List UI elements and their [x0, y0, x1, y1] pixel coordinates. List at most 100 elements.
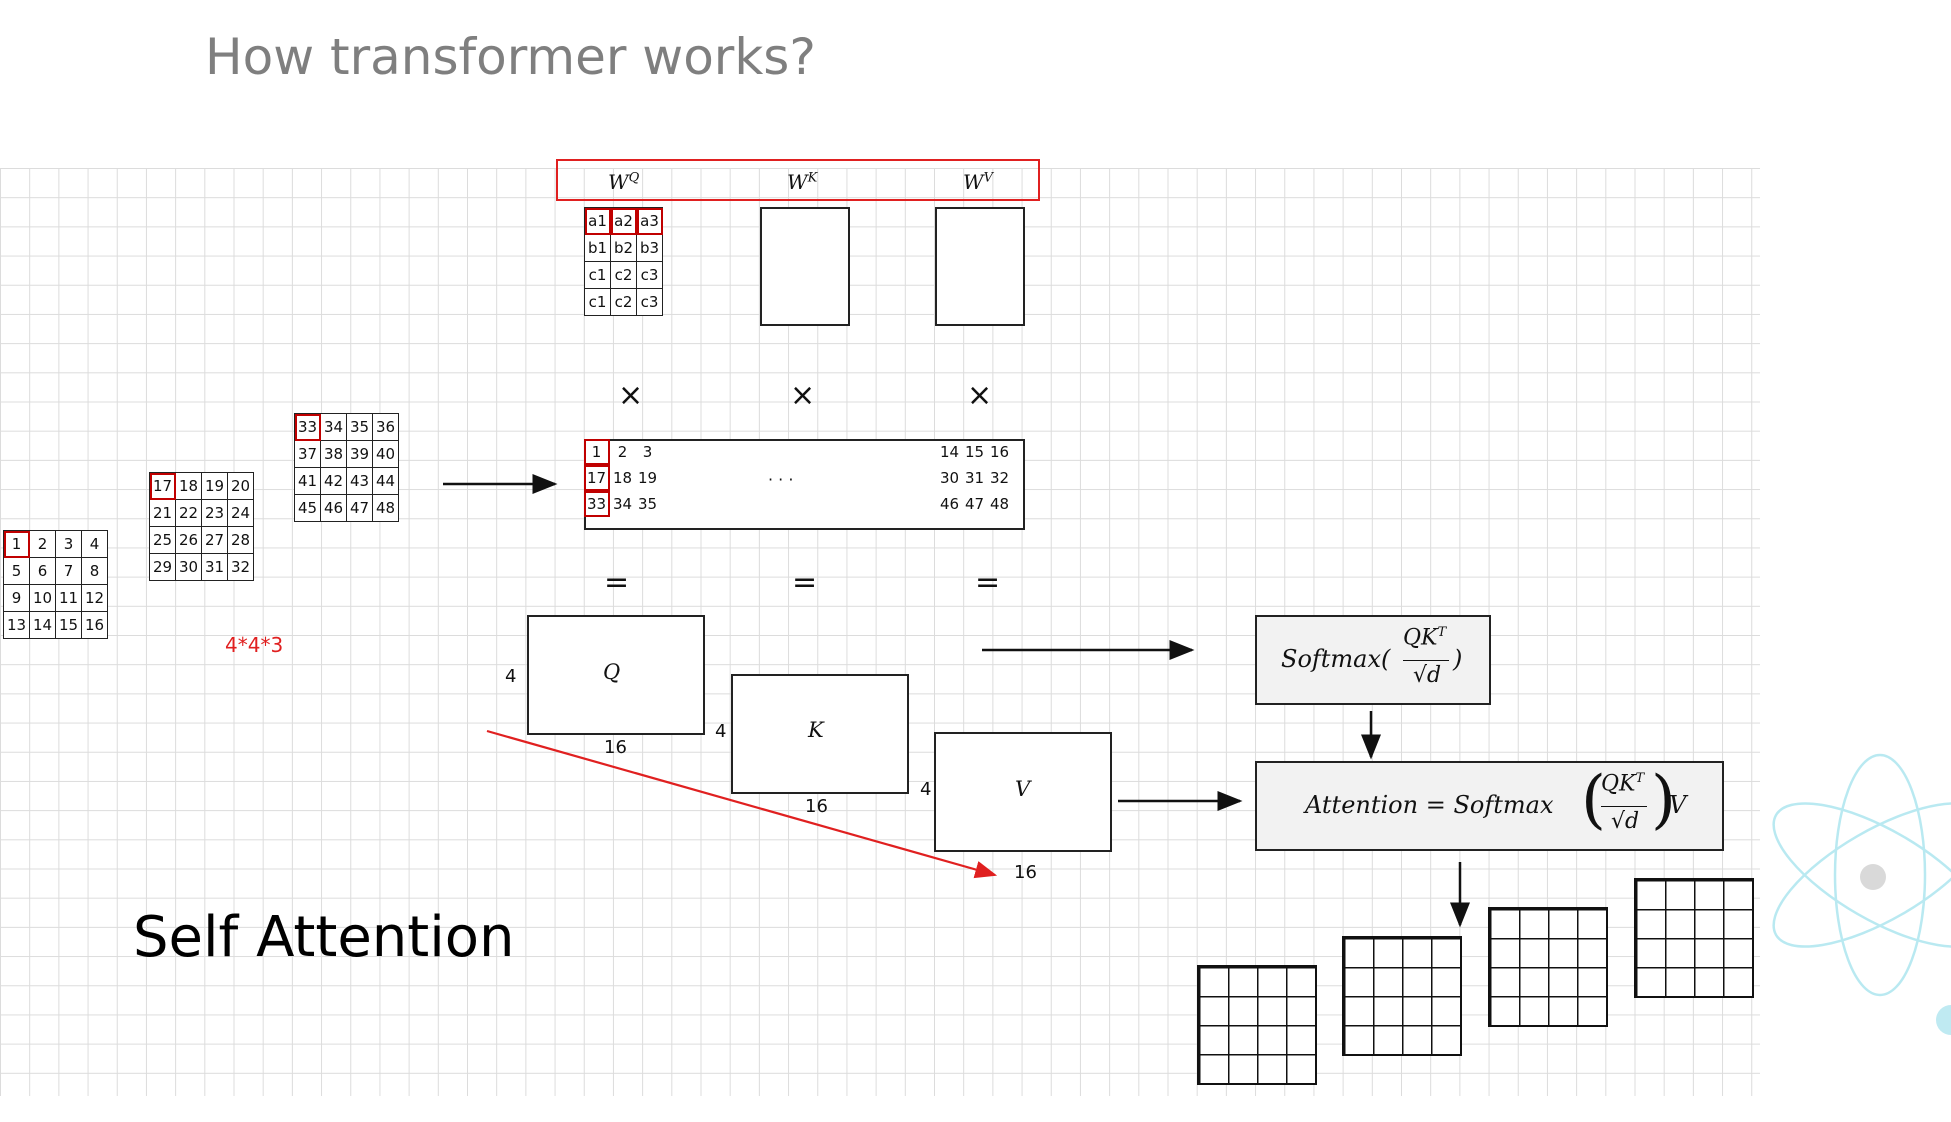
- input-cell: 32: [227, 553, 254, 581]
- flat-cell: 14: [939, 443, 960, 461]
- output-grid-1: [1197, 965, 1317, 1085]
- times-symbol-q: ×: [618, 378, 644, 413]
- flat-cell: 19: [637, 469, 658, 487]
- input-cell: 36: [372, 413, 399, 441]
- input-cell: 24: [227, 499, 254, 527]
- softmax-formula-box: Softmax( QKT √d ): [1255, 615, 1491, 705]
- flattened-ellipsis: · · ·: [768, 470, 794, 489]
- flat-cell: 30: [939, 469, 960, 487]
- wq-cell: c1: [584, 288, 611, 316]
- flat-cell: 47: [964, 495, 985, 513]
- softmax-fraction-bar: [1403, 660, 1449, 661]
- flat-cell: 15: [964, 443, 985, 461]
- k-matrix: [731, 674, 909, 794]
- weights-header-box: [556, 159, 1040, 201]
- input-cell: 11: [55, 584, 82, 612]
- wq-cell: b3: [636, 234, 663, 262]
- v-cols: 16: [1014, 862, 1037, 883]
- flat-cell: 16: [989, 443, 1010, 461]
- input-cell: 14: [29, 611, 56, 639]
- input-cell: 47: [346, 494, 373, 522]
- wq-label: WQ: [608, 170, 640, 194]
- flat-cell: 32: [989, 469, 1010, 487]
- page-title: How transformer works?: [205, 28, 816, 86]
- equals-symbol-q: =: [604, 565, 630, 600]
- v-matrix: [934, 732, 1112, 852]
- output-grid-3: [1488, 907, 1608, 1027]
- output-grid-4: [1634, 878, 1754, 998]
- flat-cell: 31: [964, 469, 985, 487]
- flat-cell: 18: [612, 469, 633, 487]
- input-cell: 3: [55, 530, 82, 558]
- input-cell: 8: [81, 557, 108, 585]
- input-cell: 12: [81, 584, 108, 612]
- input-cell: 6: [29, 557, 56, 585]
- input-cell: 20: [227, 472, 254, 500]
- flat-cell: 17: [584, 465, 610, 491]
- attention-fraction-bar: [1601, 806, 1647, 807]
- output-grid-2: [1342, 936, 1462, 1056]
- equals-symbol-k: =: [792, 565, 818, 600]
- wq-cell: c2: [610, 261, 637, 289]
- flat-cell: 34: [612, 495, 633, 513]
- attention-denominator: √d: [1611, 809, 1640, 834]
- input-cell: 31: [201, 553, 228, 581]
- k-rows: 4: [715, 721, 727, 742]
- input-cell: 29: [149, 553, 176, 581]
- k-label: K: [808, 718, 824, 742]
- input-cell: 44: [372, 467, 399, 495]
- flat-cell: 1: [584, 439, 610, 465]
- wk-label: WK: [787, 170, 818, 194]
- input-cell: 46: [320, 494, 347, 522]
- input-cell: 9: [3, 584, 30, 612]
- softmax-denominator: √d: [1413, 663, 1442, 688]
- flat-cell: 2: [617, 443, 628, 461]
- wv-matrix: [935, 207, 1025, 326]
- input-cell: 45: [294, 494, 321, 522]
- flat-cell: 46: [939, 495, 960, 513]
- flat-cell: 35: [637, 495, 658, 513]
- decorative-dot-icon: [1936, 1005, 1951, 1035]
- attention-suffix: V: [1669, 791, 1687, 819]
- attention-left-paren: (: [1581, 763, 1606, 837]
- atom-decoration-icon: [1772, 753, 1951, 997]
- wq-cell: a3: [636, 207, 663, 235]
- wq-cell: b2: [610, 234, 637, 262]
- input-cell: 28: [227, 526, 254, 554]
- q-rows: 4: [505, 666, 517, 687]
- flat-cell: 48: [989, 495, 1010, 513]
- softmax-numerator: QKT: [1403, 625, 1447, 651]
- flattened-matrix: [584, 439, 1025, 530]
- attention-formula-box: Attention = Softmax ( QKT √d ) V: [1255, 761, 1724, 851]
- input-cell: 15: [55, 611, 82, 639]
- input-cell: 48: [372, 494, 399, 522]
- v-label: V: [1015, 777, 1031, 801]
- softmax-prefix: Softmax(: [1281, 645, 1391, 673]
- attention-right-paren: ): [1651, 763, 1676, 837]
- times-symbol-v: ×: [967, 378, 993, 413]
- red-dimension-arrow: [486, 729, 998, 879]
- k-cols: 16: [805, 796, 828, 817]
- attention-numerator: QKT: [1601, 771, 1645, 797]
- softmax-suffix: ): [1453, 645, 1463, 673]
- input-cell: 40: [372, 440, 399, 468]
- wq-cell: c2: [610, 288, 637, 316]
- input-cell: 13: [3, 611, 30, 639]
- input-cell: 39: [346, 440, 373, 468]
- attention-prefix: Attention = Softmax: [1305, 791, 1554, 819]
- input-cell: 22: [175, 499, 202, 527]
- input-cell: 16: [81, 611, 108, 639]
- wq-cell: c3: [636, 288, 663, 316]
- v-rows: 4: [920, 779, 932, 800]
- times-symbol-k: ×: [790, 378, 816, 413]
- wv-label: WV: [963, 170, 993, 194]
- q-cols: 16: [604, 737, 627, 758]
- flat-cell: 3: [642, 443, 653, 461]
